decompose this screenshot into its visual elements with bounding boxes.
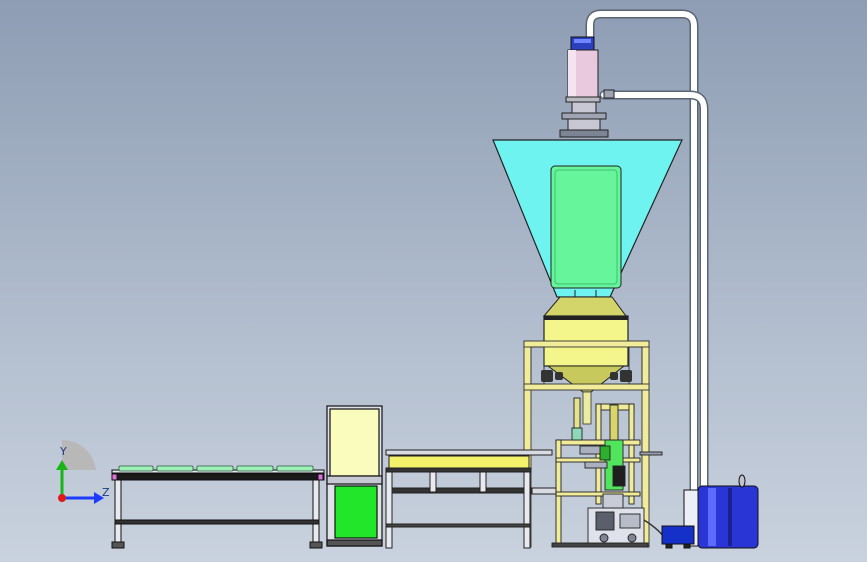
coordinate-triad: Y Z bbox=[56, 439, 110, 504]
conveyor-rail bbox=[111, 473, 325, 481]
filter-flange bbox=[603, 89, 615, 99]
z-axis-label: Z bbox=[102, 486, 110, 499]
y-axis-label: Y bbox=[59, 445, 67, 458]
vacuum-station bbox=[661, 474, 759, 549]
cabinet-top-panel bbox=[329, 408, 380, 477]
pipe-lower-inner bbox=[601, 92, 707, 493]
hopper-window bbox=[550, 165, 622, 289]
cyclone-receiver bbox=[559, 36, 615, 138]
belt-segments bbox=[118, 465, 314, 472]
left-roller-conveyor bbox=[111, 465, 325, 549]
middle-conveyor bbox=[385, 449, 557, 549]
vacuum-pipes bbox=[585, 9, 709, 495]
vacuum-pump bbox=[661, 525, 695, 545]
pipe-upper-inner bbox=[587, 11, 697, 493]
main-frame bbox=[523, 340, 650, 548]
cabinet-door bbox=[334, 485, 378, 539]
sewing-unit bbox=[551, 493, 667, 548]
storage-hopper bbox=[492, 139, 683, 298]
bag-clamp-unit bbox=[555, 397, 663, 545]
electric-cabinet bbox=[326, 405, 383, 547]
